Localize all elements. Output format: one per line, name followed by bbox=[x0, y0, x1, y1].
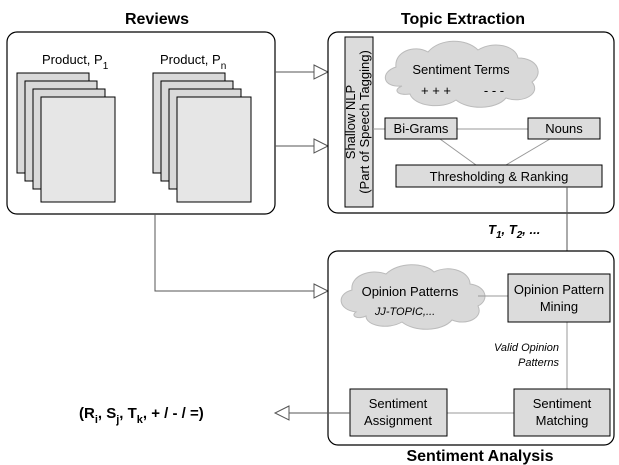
shallow-nlp-sublabel: (Part of Speech Tagging) bbox=[357, 50, 372, 194]
result-arrow bbox=[273, 405, 350, 421]
sentiment-terms-label: Sentiment Terms bbox=[412, 62, 510, 77]
arrowhead-icon bbox=[313, 64, 330, 80]
positive-signs: + + + bbox=[421, 83, 451, 98]
sentiment-matching-box bbox=[513, 388, 611, 437]
bigrams-label: Bi-Grams bbox=[394, 121, 449, 136]
cloud-shape bbox=[340, 264, 486, 330]
topics-output-label: T1, T2, ... bbox=[488, 222, 540, 241]
document-page bbox=[176, 96, 252, 203]
arrowhead-icon bbox=[273, 405, 290, 421]
arrowhead-icon bbox=[313, 283, 330, 299]
shallow-nlp-label: Shallow NLP bbox=[343, 85, 358, 159]
sentiment-assignment-label-2: Assignment bbox=[364, 413, 432, 428]
sentiment-assignment-label: Sentiment bbox=[369, 396, 428, 411]
opinion-mining-box bbox=[507, 273, 611, 323]
nouns-box bbox=[527, 117, 601, 140]
topic-extraction-title: Topic Extraction bbox=[401, 11, 525, 28]
sentiment-assignment-box bbox=[349, 388, 448, 437]
connector-line bbox=[154, 214, 314, 292]
opinion-mining-label: Opinion Pattern bbox=[514, 282, 604, 297]
sentiment-connectors bbox=[447, 295, 568, 414]
nouns-label: Nouns bbox=[545, 121, 583, 136]
thresholding-label: Thresholding & Ranking bbox=[430, 169, 569, 184]
opinion-patterns-cloud: Opinion Patterns JJ-TOPIC,... bbox=[340, 264, 486, 330]
reviews-to-sentiment-arrow bbox=[154, 214, 330, 299]
shallow-nlp-box bbox=[344, 36, 374, 208]
result-tuple: (Ri, Sj, Tk, + / - / =) bbox=[79, 405, 204, 426]
connector-line bbox=[505, 138, 551, 166]
product-last-label: Product, Pn bbox=[160, 52, 226, 72]
sentiment-matching-label-2: Matching bbox=[536, 413, 589, 428]
opinion-patterns-label: Opinion Patterns bbox=[362, 284, 459, 299]
opinion-mining-label-2: Mining bbox=[540, 299, 578, 314]
sentiment-analysis-title: Sentiment Analysis bbox=[406, 448, 553, 465]
valid-patterns-label-2: Patterns bbox=[518, 357, 559, 369]
reviews-title: Reviews bbox=[125, 11, 189, 28]
reviews-to-topic-arrows bbox=[275, 64, 330, 154]
topic-connectors bbox=[373, 128, 551, 166]
valid-patterns-label: Valid Opinion bbox=[494, 342, 559, 354]
sentiment-terms-cloud: Sentiment Terms + + + - - - bbox=[385, 40, 539, 108]
product-first-documents bbox=[16, 72, 116, 203]
sentiment-matching-label: Sentiment bbox=[533, 396, 592, 411]
product-first-label: Product, P1 bbox=[42, 52, 109, 72]
product-last-documents bbox=[152, 72, 252, 203]
thresholding-box bbox=[395, 164, 603, 188]
negative-signs: - - - bbox=[484, 83, 504, 98]
connector-line bbox=[439, 138, 477, 166]
bigrams-box bbox=[384, 117, 458, 140]
arrowhead-icon bbox=[313, 138, 330, 154]
document-page bbox=[40, 96, 116, 203]
pattern-example: JJ-TOPIC,... bbox=[374, 306, 435, 318]
cloud-shape bbox=[385, 40, 539, 108]
